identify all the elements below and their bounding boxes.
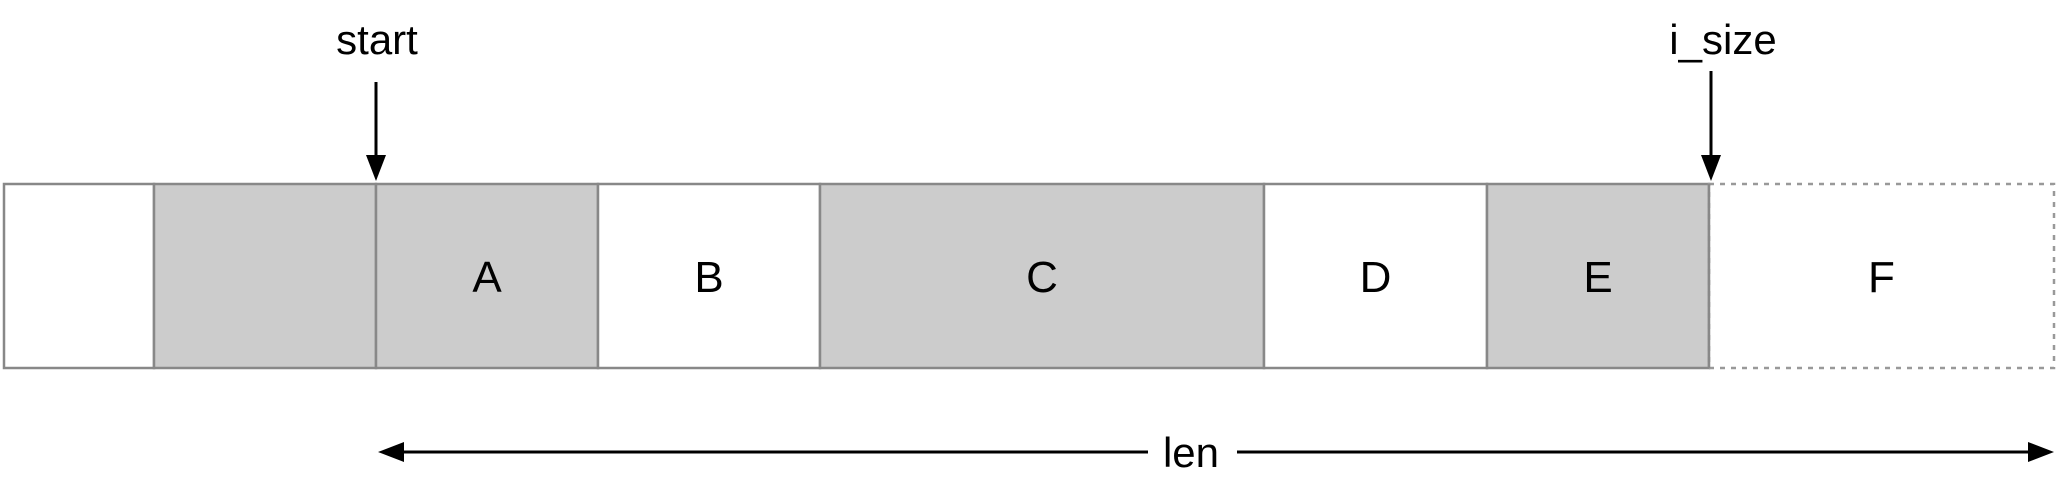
- segment-label: E: [1583, 253, 1612, 302]
- segment-block-unlabeled-1: [152, 182, 378, 370]
- segment-block-a: [374, 182, 600, 370]
- segment-block-c: [818, 182, 1266, 370]
- segment-label: B: [694, 253, 723, 302]
- len-label: len: [1163, 429, 1219, 476]
- i-size-arrowhead: [1701, 155, 1721, 181]
- i-size-label: i_size: [1669, 16, 1776, 63]
- segment-block-f: [1707, 182, 2056, 370]
- segment-label: C: [1026, 253, 1058, 302]
- segment-label: A: [472, 253, 502, 302]
- segment-block-d: [1262, 182, 1489, 370]
- segment-label: F: [1868, 253, 1895, 302]
- segment-block-e: [1485, 182, 1711, 370]
- segment-block-unlabeled-0: [2, 182, 156, 370]
- segment-label: D: [1360, 253, 1392, 302]
- segment-block-b: [596, 182, 822, 370]
- len-arrowhead-right: [2028, 442, 2054, 462]
- len-arrowhead-left: [378, 442, 404, 462]
- start-arrowhead: [366, 155, 386, 181]
- start-label: start: [336, 16, 418, 63]
- segment-row: A B C D E F: [2, 182, 2056, 370]
